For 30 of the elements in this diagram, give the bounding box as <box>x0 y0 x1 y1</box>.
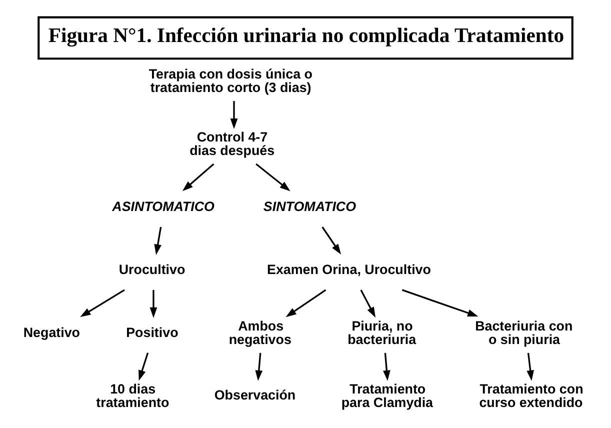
arrow <box>402 289 478 316</box>
node-text: Examen Orina, Urocultivo <box>267 262 431 277</box>
arrow <box>150 290 158 318</box>
arrow <box>255 352 263 381</box>
arrow <box>256 163 290 192</box>
node-text: Terapia con dosis única o tratamiento corto (3 dias) <box>148 66 312 96</box>
arrow <box>154 226 162 255</box>
node-text: ASINTOMATICO <box>112 198 214 214</box>
node-text: Control 4-7 dias después <box>190 130 275 158</box>
node-text: Positivo <box>126 324 178 340</box>
node-text: Piuria, no bacteriuria <box>348 318 416 347</box>
arrow <box>526 352 534 381</box>
node-text: Ambos negativos <box>228 318 292 347</box>
arrow <box>322 226 342 255</box>
arrow <box>182 163 214 192</box>
node-text: Bacteriuria con o sin piuria <box>475 318 573 347</box>
node-text: SINTOMATICO <box>263 198 356 214</box>
node-text: Tratamiento para Clamydia <box>341 382 434 410</box>
node-text: Urocultivo <box>118 262 186 277</box>
node-text: Observación <box>214 388 296 403</box>
arrow <box>80 289 125 317</box>
arrow <box>383 352 390 381</box>
arrow <box>230 101 238 130</box>
diagram-title: Figura N°1. Infección urinaria no complicada Tratamiento <box>48 25 564 48</box>
arrow <box>286 289 326 318</box>
node-text: Tratamiento con curso extendido <box>479 382 584 410</box>
node-text: 10 dias tratamiento <box>96 382 170 410</box>
node-text: Negativo <box>23 324 80 340</box>
arrow <box>360 290 376 318</box>
arrow <box>138 352 149 381</box>
